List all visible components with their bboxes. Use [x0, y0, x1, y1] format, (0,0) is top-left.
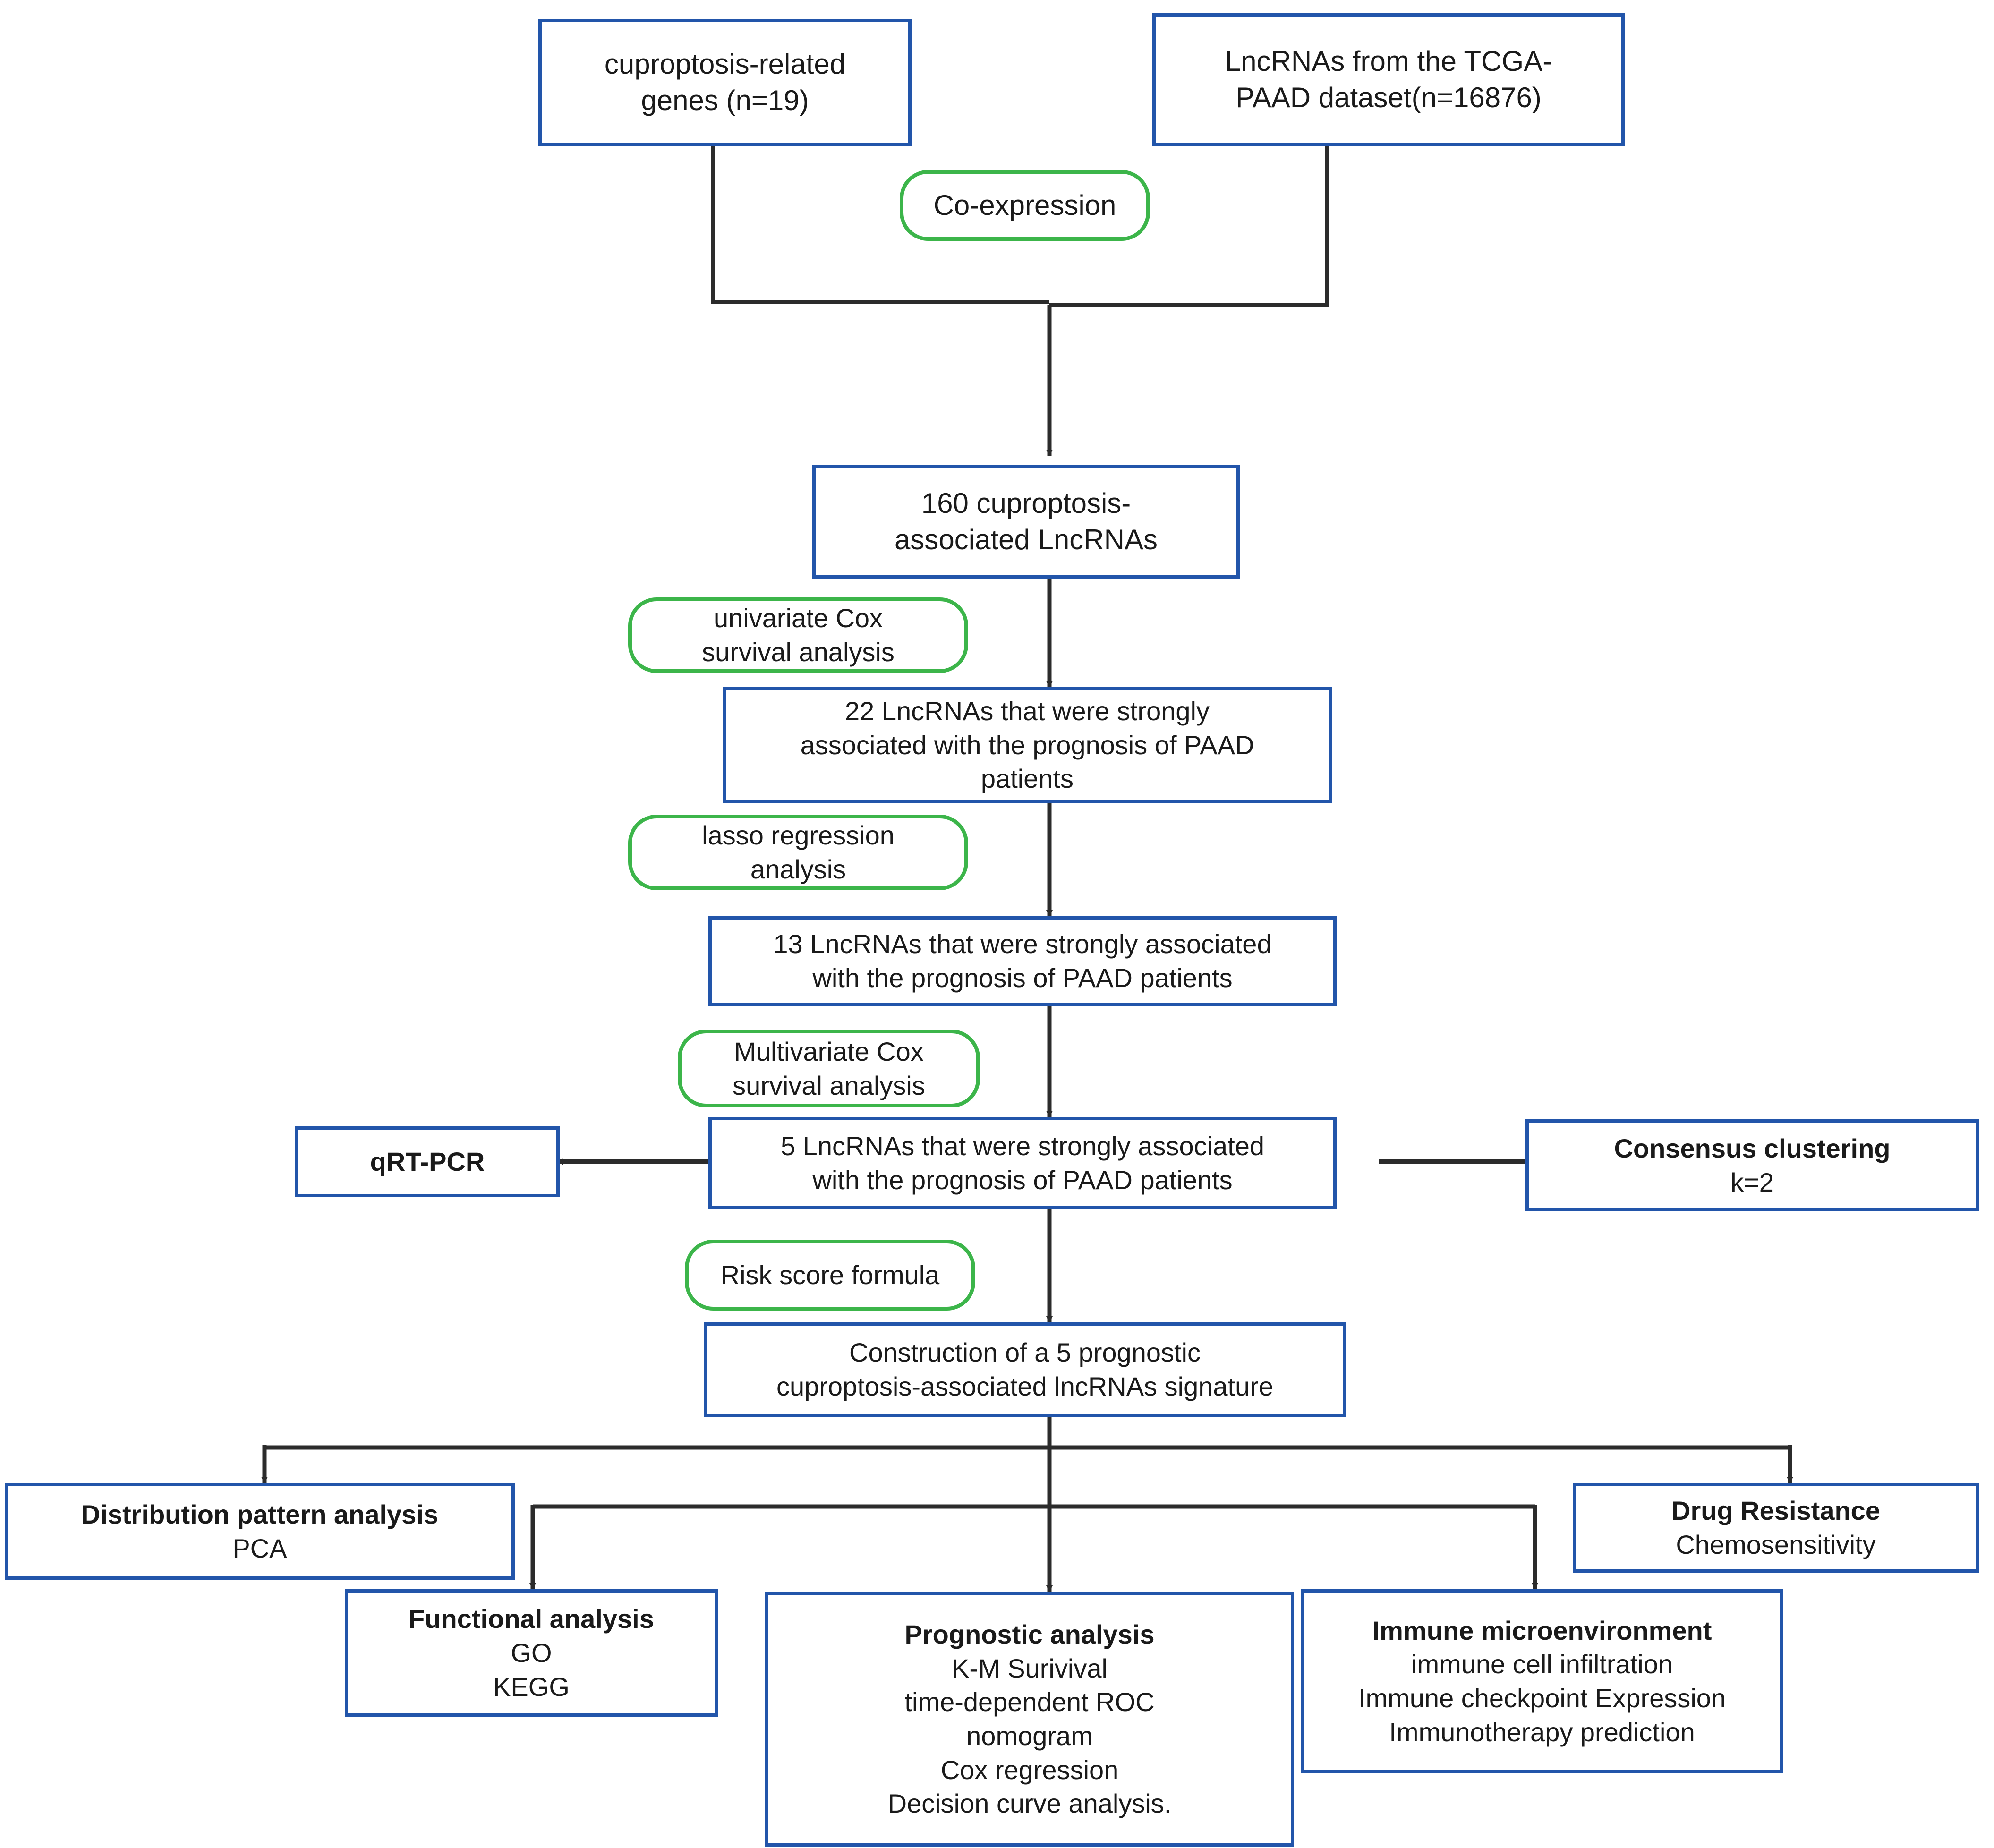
node-line: survival analysis [733, 1070, 925, 1100]
node-line: 5 LncRNAs that were strongly associated [780, 1131, 1265, 1161]
node-line: PAAD dataset(n=16876) [1236, 82, 1542, 113]
node-line: time-dependent ROC [904, 1687, 1155, 1717]
node-drug-resistance[interactable]: Drug Resistance Chemosensitivity [1573, 1483, 1979, 1573]
node-line: Decision curve analysis. [887, 1788, 1172, 1819]
node-lncrnas-160[interactable]: 160 cuproptosis- associated LncRNAs [812, 465, 1240, 579]
node-univariate-cox[interactable]: univariate Cox survival analysis [628, 597, 968, 673]
node-line: 13 LncRNAs that were strongly associated [773, 929, 1272, 959]
node-multivariate-cox[interactable]: Multivariate Cox survival analysis [678, 1030, 980, 1107]
node-line: associated with the prognosis of PAAD [800, 730, 1254, 760]
node-line: Drug Resistance [1671, 1496, 1880, 1526]
node-lasso-regression[interactable]: lasso regression analysis [628, 815, 968, 890]
node-line: Chemosensitivity [1676, 1530, 1876, 1559]
node-line: Functional analysis [409, 1604, 654, 1634]
node-line: univariate Cox [714, 603, 883, 633]
node-line: Multivariate Cox [734, 1036, 924, 1066]
node-line: lasso regression [702, 820, 895, 851]
node-line: patients [980, 764, 1074, 794]
node-line: immune cell infiltration [1411, 1649, 1673, 1679]
node-cuproptosis-genes[interactable]: cuproptosis-related genes (n=19) [538, 19, 912, 146]
node-line: 22 LncRNAs that were strongly [845, 696, 1210, 726]
node-lncrnas-13[interactable]: 13 LncRNAs that were strongly associated… [708, 916, 1337, 1006]
node-line: Consensus clustering [1614, 1133, 1891, 1163]
node-line: PCA [232, 1533, 287, 1563]
node-line: cuproptosis-related [604, 48, 846, 80]
node-line: with the prognosis of PAAD patients [812, 963, 1233, 993]
node-prognostic-analysis[interactable]: Prognostic analysis K-M Surivival time-d… [765, 1592, 1294, 1847]
node-line: nomogram [966, 1721, 1093, 1751]
node-line: genes (n=19) [641, 85, 809, 116]
node-line: Cox regression [940, 1754, 1119, 1785]
node-risk-score-formula[interactable]: Risk score formula [685, 1240, 975, 1311]
node-qrt-pcr[interactable]: qRT-PCR [295, 1126, 560, 1197]
node-line: K-M Surivival [952, 1653, 1108, 1683]
node-line: k=2 [1730, 1167, 1774, 1197]
node-line: LncRNAs from the TCGA- [1225, 45, 1552, 77]
node-line: Construction of a 5 prognostic [849, 1337, 1201, 1368]
node-line: KEGG [493, 1671, 570, 1702]
node-immune-microenvironment[interactable]: Immune microenvironment immune cell infi… [1301, 1589, 1783, 1773]
node-lncrnas-22[interactable]: 22 LncRNAs that were strongly associated… [723, 687, 1332, 803]
node-line: 160 cuproptosis- [921, 487, 1131, 519]
node-consensus-clustering[interactable]: Consensus clustering k=2 [1525, 1119, 1979, 1211]
node-lncrnas-5[interactable]: 5 LncRNAs that were strongly associated … [708, 1117, 1337, 1209]
node-signature-construction[interactable]: Construction of a 5 prognostic cuproptos… [704, 1322, 1346, 1417]
node-line: Risk score formula [720, 1260, 940, 1290]
node-line: associated LncRNAs [895, 524, 1158, 555]
node-line: Co-expression [933, 189, 1116, 221]
node-line: Distribution pattern analysis [81, 1499, 439, 1529]
node-line: with the prognosis of PAAD patients [812, 1165, 1233, 1195]
node-functional-analysis[interactable]: Functional analysis GO KEGG [345, 1589, 718, 1717]
node-line: Prognostic analysis [904, 1619, 1155, 1649]
node-line: analysis [750, 854, 846, 884]
node-line: Immune microenvironment [1372, 1615, 1712, 1645]
node-co-expression[interactable]: Co-expression [900, 170, 1150, 241]
node-line: survival analysis [702, 637, 895, 667]
node-tcga-lncrnas[interactable]: LncRNAs from the TCGA- PAAD dataset(n=16… [1152, 13, 1625, 146]
node-line: qRT-PCR [370, 1147, 485, 1177]
node-line: cuproptosis-associated lncRNAs signature [776, 1371, 1274, 1401]
node-line: GO [511, 1638, 552, 1668]
node-line: Immunotherapy prediction [1389, 1717, 1695, 1747]
node-line: Immune checkpoint Expression [1358, 1683, 1726, 1713]
node-distribution-pattern[interactable]: Distribution pattern analysis PCA [5, 1483, 515, 1580]
